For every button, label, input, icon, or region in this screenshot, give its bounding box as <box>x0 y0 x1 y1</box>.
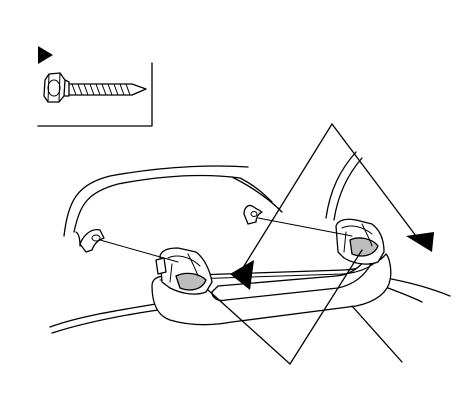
triangle-marker-icon <box>38 46 53 64</box>
ceiling-trim-panel <box>49 151 451 334</box>
alignment-lines <box>99 217 353 263</box>
mounting-clip-left <box>79 228 105 253</box>
callout-lines <box>207 123 417 365</box>
triangle-marker-icon <box>406 232 434 252</box>
bolt-icon <box>43 72 147 103</box>
grab-handle <box>151 218 392 326</box>
bolt-legend <box>37 46 153 127</box>
triangle-marker-icon <box>230 260 254 290</box>
legend-frame <box>37 62 153 127</box>
mounting-clip-right <box>243 204 263 225</box>
